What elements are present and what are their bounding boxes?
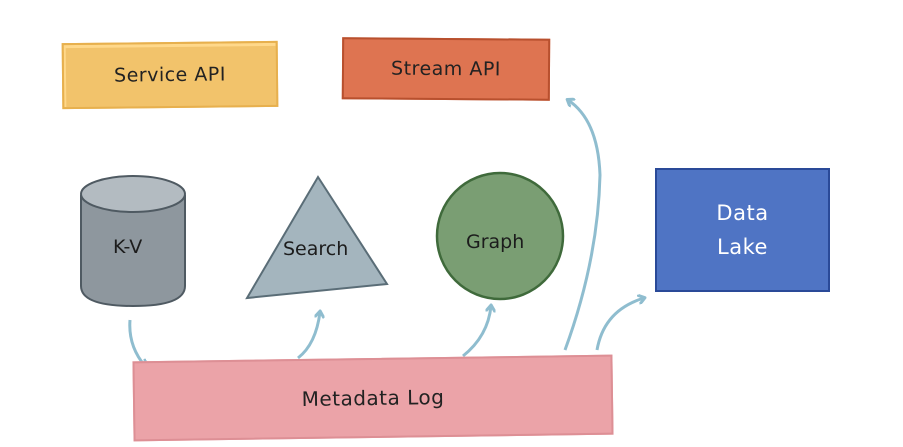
arrow-log-to-search — [297, 312, 320, 360]
stream-api-label: Stream API — [391, 57, 501, 81]
metadata-log-box: Metadata Log — [132, 354, 614, 442]
arrow-log-to-data-lake — [595, 298, 644, 351]
data-lake-label-line1: Data — [716, 201, 769, 225]
data-lake-label-line2: Lake — [717, 235, 768, 259]
kv-cylinder — [80, 175, 186, 308]
graph-label: Graph — [466, 231, 525, 253]
search-label: Search — [283, 238, 349, 260]
kv-label: K-V — [113, 236, 143, 258]
search-triangle — [245, 175, 389, 300]
graph-circle — [435, 171, 565, 301]
arrow-log-to-graph — [462, 306, 491, 358]
service-api-box: Service API — [61, 40, 279, 110]
metadata-log-label: Metadata Log — [301, 385, 445, 411]
stream-api-box: Stream API — [341, 37, 551, 101]
service-api-label: Service API — [113, 63, 227, 87]
arrow-kv-to-log — [128, 319, 145, 366]
data-lake-box: Data Lake — [655, 168, 830, 292]
arrow-log-to-stream-api — [563, 100, 602, 351]
